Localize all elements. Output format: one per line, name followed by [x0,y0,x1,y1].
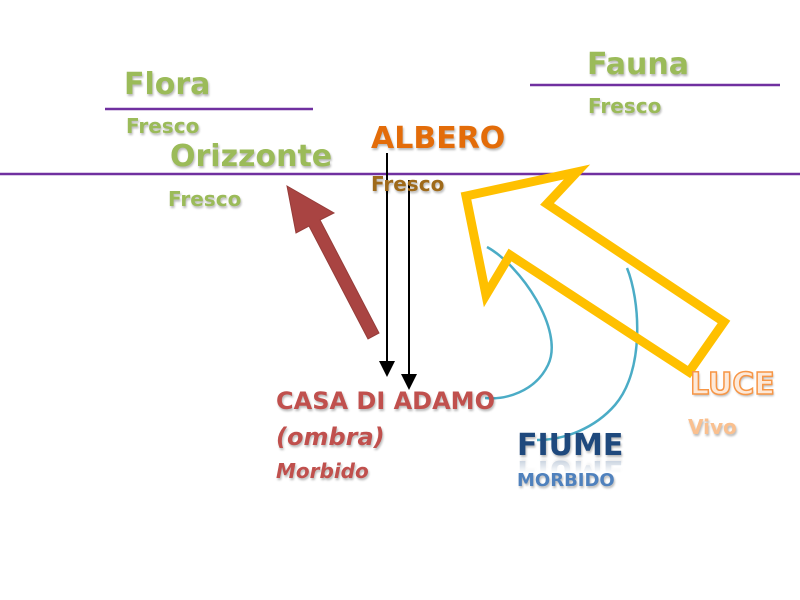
fauna-title: Fauna [587,47,689,82]
flora-title: Flora [124,67,211,102]
shadow-arrow [286,185,380,340]
orizzonte-title: Orizzonte [170,139,333,174]
casa-title: CASA DI ADAMO [276,387,495,415]
river-curve-right [536,267,639,442]
fiume-title: FIUME [517,428,624,463]
fiume-quality: MORBIDO [517,470,615,491]
albero-title: ALBERO [371,121,506,156]
albero-quality: Fresco [371,172,445,196]
flora-quality: Fresco [126,114,200,138]
orizzonte-quality: Fresco [168,187,242,211]
luce-quality: Vivo [688,415,737,439]
fauna-quality: Fresco [588,94,662,118]
casa-subtitle: (ombra) [276,423,385,451]
river-curve-left [484,245,553,400]
casa-quality: Morbido [276,459,369,483]
light-arrow [460,164,731,379]
luce-title: LUCE [689,367,775,402]
